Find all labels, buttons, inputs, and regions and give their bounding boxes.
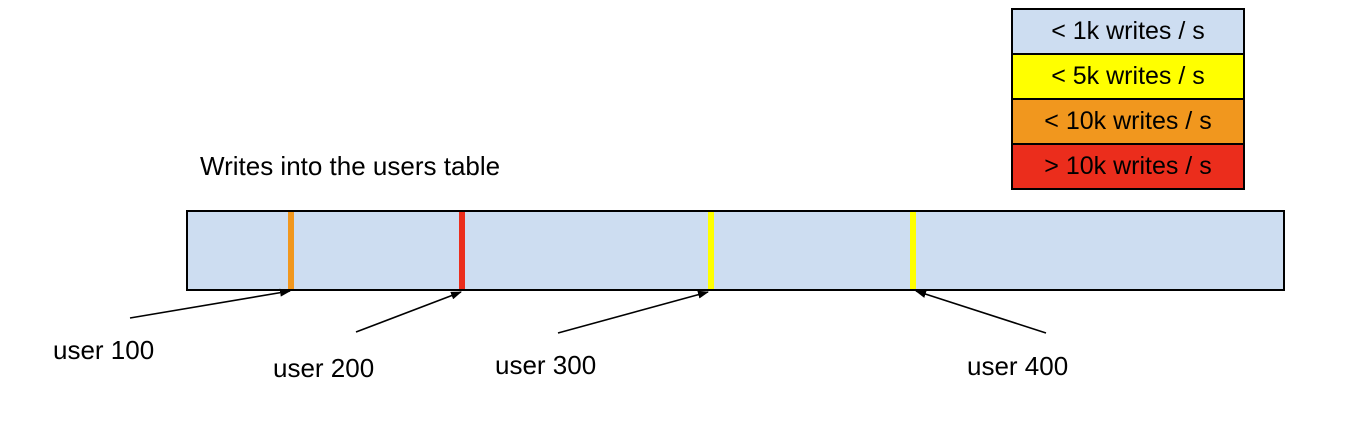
marker-label-user-100: user 100 [53, 335, 155, 365]
arrow-user-400 [915, 290, 1047, 334]
write-rate-tick-user-100 [288, 212, 294, 289]
legend: < 1k writes / s < 5k writes / s < 10k writ… [1011, 8, 1245, 190]
arrow-user-100 [129, 288, 291, 319]
legend-item-label: < 1k writes / s [1051, 17, 1205, 45]
legend-item-gt-10k: > 10k writes / s [1011, 143, 1245, 190]
legend-item-label: < 10k writes / s [1044, 107, 1212, 135]
write-rate-tick-user-400 [910, 212, 916, 289]
legend-item-lt-5k: < 5k writes / s [1011, 53, 1245, 100]
write-rate-tick-user-300 [708, 212, 714, 289]
legend-item-lt-1k: < 1k writes / s [1011, 8, 1245, 55]
users-table-bar [186, 210, 1285, 291]
legend-item-lt-10k: < 10k writes / s [1011, 98, 1245, 145]
marker-label-user-300: user 300 [495, 350, 597, 380]
write-rate-tick-user-200 [459, 212, 465, 289]
arrow-user-300 [557, 290, 709, 334]
legend-item-label: < 5k writes / s [1051, 62, 1205, 90]
arrow-user-200 [355, 291, 462, 333]
marker-label-user-400: user 400 [967, 351, 1069, 381]
marker-label-user-200: user 200 [273, 353, 375, 383]
diagram-title: Writes into the users table [200, 151, 501, 181]
legend-item-label: > 10k writes / s [1044, 152, 1212, 180]
